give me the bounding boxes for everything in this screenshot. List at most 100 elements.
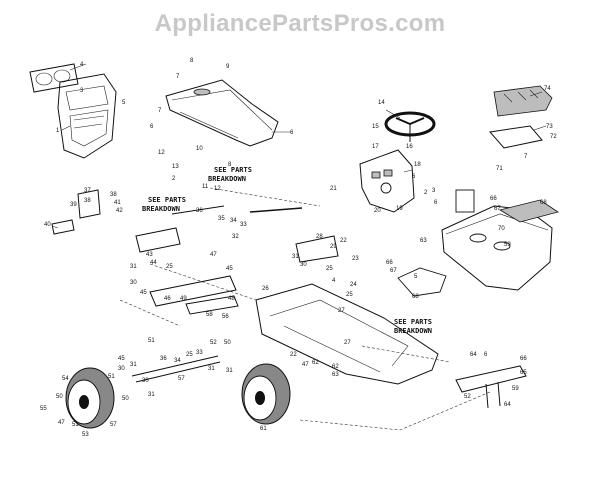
- svg-text:14: 14: [378, 100, 385, 106]
- svg-text:62: 62: [312, 360, 319, 366]
- svg-text:8: 8: [228, 162, 232, 168]
- svg-text:58: 58: [206, 312, 213, 318]
- dash-console: [359, 149, 415, 213]
- svg-text:6: 6: [290, 130, 294, 136]
- svg-text:6: 6: [484, 352, 488, 358]
- svg-text:SEE PARTS: SEE PARTS: [214, 166, 252, 174]
- svg-text:11: 11: [202, 184, 209, 190]
- svg-text:45: 45: [140, 290, 147, 296]
- svg-text:25: 25: [346, 292, 353, 298]
- svg-text:2: 2: [172, 176, 176, 182]
- svg-text:47: 47: [302, 362, 309, 368]
- svg-text:52: 52: [464, 394, 471, 400]
- svg-text:BREAKDOWN: BREAKDOWN: [142, 205, 180, 213]
- svg-text:33: 33: [196, 350, 203, 356]
- svg-text:57: 57: [110, 422, 117, 428]
- svg-text:7: 7: [176, 74, 180, 80]
- hood: [165, 79, 279, 147]
- svg-text:63: 63: [332, 372, 339, 378]
- svg-text:54: 54: [62, 376, 69, 382]
- svg-text:51: 51: [148, 338, 155, 344]
- svg-text:66: 66: [490, 196, 497, 202]
- front-wheel-left: [65, 367, 115, 429]
- svg-text:21: 21: [330, 186, 337, 192]
- svg-text:57: 57: [178, 376, 185, 382]
- svg-text:50: 50: [224, 340, 231, 346]
- svg-text:23: 23: [352, 256, 359, 262]
- svg-text:67: 67: [494, 206, 501, 212]
- svg-text:73: 73: [546, 124, 553, 130]
- svg-text:64: 64: [504, 402, 511, 408]
- svg-text:13: 13: [172, 164, 179, 170]
- svg-text:SEE PARTS: SEE PARTS: [148, 196, 186, 204]
- svg-text:16: 16: [406, 144, 413, 150]
- svg-text:SEE PARTS: SEE PARTS: [394, 318, 432, 326]
- headlight-lens: [29, 63, 79, 93]
- svg-text:38: 38: [84, 198, 91, 204]
- svg-text:31: 31: [208, 366, 215, 372]
- svg-text:45: 45: [226, 266, 233, 272]
- svg-text:41: 41: [114, 200, 121, 206]
- svg-text:30: 30: [142, 378, 149, 384]
- svg-text:30: 30: [118, 366, 125, 372]
- svg-text:62: 62: [332, 364, 339, 370]
- svg-text:26: 26: [262, 286, 269, 292]
- svg-text:3: 3: [80, 88, 84, 94]
- front-axle: [131, 275, 239, 383]
- leader-lines: [51, 63, 547, 229]
- svg-text:30: 30: [300, 262, 307, 268]
- svg-text:9: 9: [226, 64, 230, 70]
- grille-panel: [57, 73, 117, 159]
- svg-text:6: 6: [150, 124, 154, 130]
- svg-text:50: 50: [122, 396, 129, 402]
- svg-text:52: 52: [210, 340, 217, 346]
- svg-text:12: 12: [158, 150, 165, 156]
- svg-text:70: 70: [498, 226, 505, 232]
- svg-text:4: 4: [80, 62, 84, 68]
- svg-text:43: 43: [146, 252, 153, 258]
- svg-text:22: 22: [290, 352, 297, 358]
- hitch: [455, 365, 527, 409]
- svg-text:39: 39: [70, 202, 77, 208]
- svg-text:6: 6: [434, 200, 438, 206]
- svg-text:3: 3: [432, 188, 436, 194]
- svg-text:64: 64: [470, 352, 477, 358]
- svg-text:25: 25: [186, 352, 193, 358]
- svg-text:2: 2: [424, 190, 428, 196]
- svg-text:19: 19: [396, 206, 403, 212]
- svg-text:55: 55: [40, 406, 47, 412]
- svg-text:28: 28: [316, 234, 323, 240]
- svg-text:66: 66: [520, 356, 527, 362]
- svg-text:34: 34: [230, 218, 237, 224]
- svg-text:BREAKDOWN: BREAKDOWN: [208, 175, 246, 183]
- svg-text:10: 10: [196, 146, 203, 152]
- tank: [397, 267, 447, 297]
- svg-text:18: 18: [414, 162, 421, 168]
- svg-text:31: 31: [148, 392, 155, 398]
- svg-text:36: 36: [160, 356, 167, 362]
- svg-text:38: 38: [110, 192, 117, 198]
- svg-text:42: 42: [116, 208, 123, 214]
- svg-text:48: 48: [228, 296, 235, 302]
- svg-text:24: 24: [350, 282, 357, 288]
- svg-text:74: 74: [544, 86, 551, 92]
- svg-text:37: 37: [84, 188, 91, 194]
- svg-text:68: 68: [412, 294, 419, 300]
- steering-wheel: [384, 111, 436, 142]
- svg-text:27: 27: [344, 340, 351, 346]
- svg-text:51: 51: [72, 422, 79, 428]
- svg-text:29: 29: [330, 244, 337, 250]
- svg-text:59: 59: [512, 386, 519, 392]
- svg-text:31: 31: [226, 368, 233, 374]
- svg-text:66: 66: [386, 260, 393, 266]
- svg-text:61: 61: [260, 426, 267, 432]
- svg-text:68: 68: [540, 200, 547, 206]
- svg-text:12: 12: [214, 186, 221, 192]
- svg-text:32: 32: [232, 234, 239, 240]
- svg-text:65: 65: [520, 370, 527, 376]
- svg-text:BREAKDOWN: BREAKDOWN: [394, 327, 432, 335]
- brackets: [51, 189, 339, 263]
- svg-text:1: 1: [56, 128, 60, 134]
- svg-text:7: 7: [158, 108, 162, 114]
